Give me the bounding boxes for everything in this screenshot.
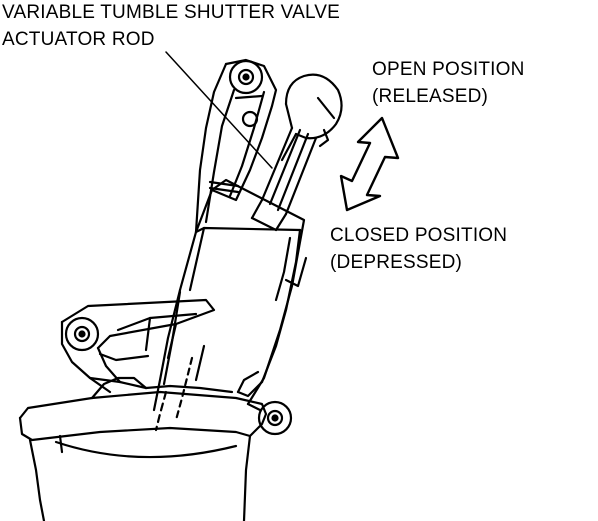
diaphragm-actuator <box>280 73 343 162</box>
upper-link-arm <box>194 58 278 234</box>
lower-left-pivot-bolt <box>64 316 100 352</box>
actuator-rod <box>250 126 318 232</box>
actuator-rod-leader-line <box>165 51 273 169</box>
actuator-rod-label-line1: VARIABLE TUMBLE SHUTTER VALVE <box>2 2 341 23</box>
open-position-sublabel: (RELEASED) <box>372 86 489 107</box>
double-headed-arrow-icon <box>339 116 400 212</box>
lower-right-pivot-bolt <box>246 400 293 436</box>
intake-body <box>18 376 268 521</box>
link-pin-hole <box>241 110 259 128</box>
actuator-rod-label-line2: ACTUATOR ROD <box>2 29 155 50</box>
closed-position-sublabel: (DEPRESSED) <box>330 252 463 273</box>
closed-position-label: CLOSED POSITION <box>330 225 508 246</box>
actuator-housing <box>152 178 308 432</box>
lower-left-bracket <box>60 298 216 394</box>
open-position-label: OPEN POSITION <box>372 59 525 80</box>
upper-pivot-bolt <box>228 59 264 95</box>
